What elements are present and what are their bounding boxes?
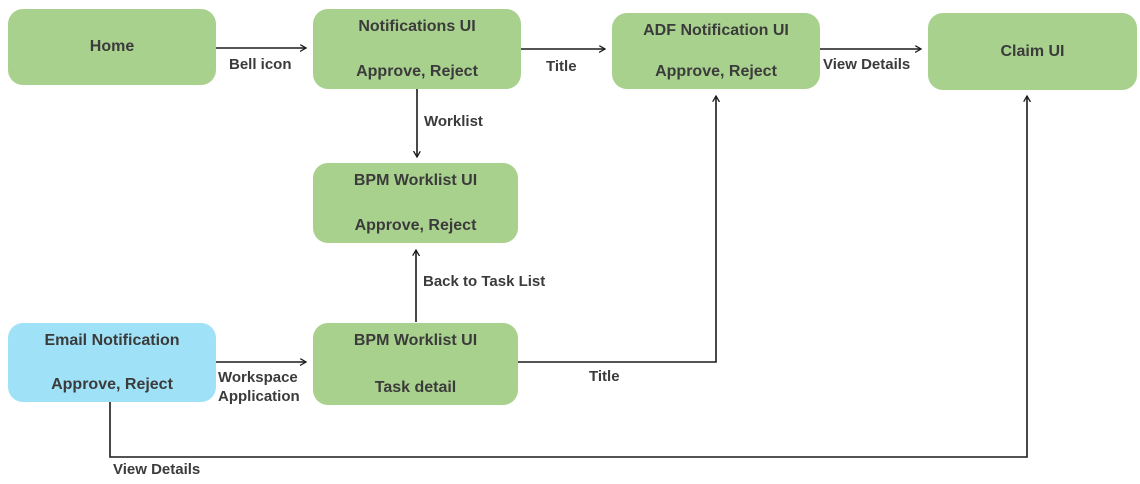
- node-home-title: Home: [89, 38, 135, 56]
- node-notifications-ui: Notifications UI Approve, Reject: [313, 9, 521, 89]
- edge-email-to-claim: [109, 96, 1027, 458]
- label-title-top: Title: [546, 58, 577, 75]
- node-email-notification: Email Notification Approve, Reject: [8, 323, 216, 402]
- node-adf-notification-ui: ADF Notification UI Approve, Reject: [612, 13, 820, 89]
- node-adf-notification-ui-title: ADF Notification UI: [643, 22, 789, 39]
- node-notifications-ui-title: Notifications UI: [358, 18, 476, 35]
- label-bell-icon: Bell icon: [229, 56, 292, 73]
- node-notifications-ui-subtitle: Approve, Reject: [356, 62, 478, 80]
- node-bpm-worklist-task: BPM Worklist UI Task detail: [313, 323, 518, 405]
- label-workspace-application: Workspace Application: [218, 369, 300, 405]
- label-view-details-top: View Details: [823, 56, 911, 73]
- node-adf-notification-ui-subtitle: Approve, Reject: [655, 62, 777, 80]
- label-title-bottom: Title: [589, 368, 620, 385]
- label-view-details-bottom: View Details: [113, 461, 201, 478]
- node-bpm-worklist-task-title: BPM Worklist UI: [353, 332, 478, 349]
- node-bpm-worklist-approve: BPM Worklist UI Approve, Reject: [313, 163, 518, 243]
- node-bpm-worklist-approve-subtitle: Approve, Reject: [354, 216, 477, 234]
- node-email-notification-subtitle: Approve, Reject: [51, 375, 173, 393]
- node-bpm-worklist-task-subtitle: Task detail: [374, 378, 457, 396]
- label-worklist: Worklist: [424, 113, 483, 130]
- node-email-notification-title: Email Notification: [44, 332, 180, 349]
- node-bpm-worklist-approve-title: BPM Worklist UI: [353, 172, 478, 189]
- node-claim-ui: Claim UI: [928, 13, 1137, 90]
- node-home: Home: [8, 9, 216, 85]
- node-claim-ui-title: Claim UI: [1000, 42, 1065, 60]
- edge-task-detail-to-adf: [518, 96, 716, 363]
- label-back-to-task-list: Back to Task List: [423, 273, 546, 290]
